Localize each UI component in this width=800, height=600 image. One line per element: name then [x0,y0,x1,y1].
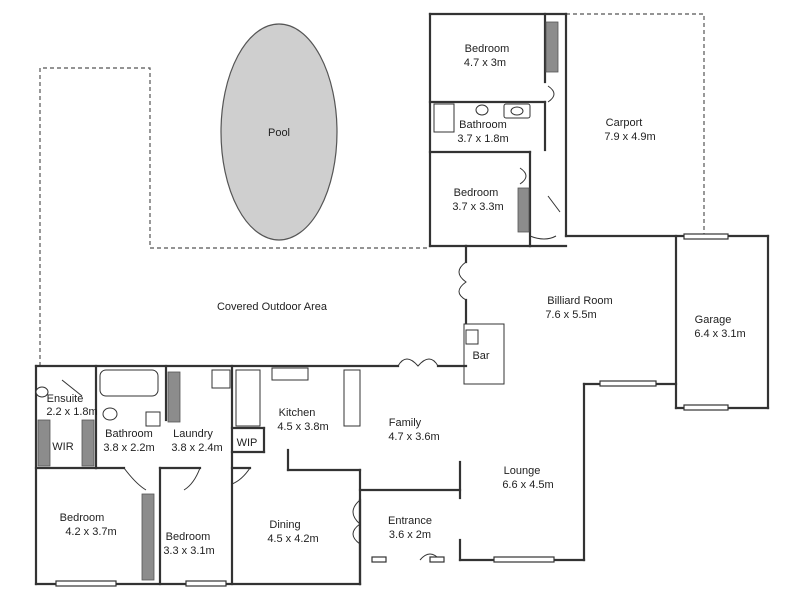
wir-label: WIR [52,441,73,453]
room-name-bathroom-west: Bathroom [105,428,153,440]
south-windows [55,556,445,587]
robe-bedroom-north [545,21,559,73]
north-wing-walls [428,12,568,248]
room-name-bedroom-main: Bedroom [60,512,105,524]
room-size-bathroom-west: 3.8 x 2.2m [103,442,154,454]
room-size-laundry: 3.8 x 2.4m [171,442,222,454]
room-name-laundry: Laundry [173,428,213,440]
room-size-dining: 4.5 x 4.2m [267,533,318,545]
bathroom-north-fixtures [433,103,531,133]
lounge-window-east [599,380,657,387]
carport-outline [566,13,705,236]
robe-bedroom-north-2 [517,187,530,233]
room-name-garage: Garage [695,314,732,326]
pool-label: Pool [268,127,290,139]
room-name-carport: Carport [606,117,643,129]
lounge-window-south [493,556,555,563]
room-name-bedroom-north-2: Bedroom [454,187,499,199]
room-name-kitchen: Kitchen [279,407,316,419]
room-size-kitchen: 4.5 x 3.8m [277,421,328,433]
wip-label: WIP [237,437,258,449]
billiard-door [458,261,467,301]
room-name-bathroom-north: Bathroom [459,119,507,131]
room-size-bedroom-main: 4.2 x 3.7m [65,526,116,538]
room-size-bedroom-north: 4.7 x 3m [464,57,506,69]
covered-outdoor-area-label: Covered Outdoor Area [217,301,328,313]
room-size-billiard-room: 7.6 x 5.5m [545,309,596,321]
room-size-lounge: 6.6 x 4.5m [502,479,553,491]
bar-counter [463,323,505,385]
room-size-carport: 7.9 x 4.9m [604,131,655,143]
south-wing-doors [61,358,441,561]
room-name-dining: Dining [269,519,300,531]
room-name-bedroom-small: Bedroom [166,531,211,543]
room-size-ensuite: 2.2 x 1.8m [46,406,97,418]
wet-area-fixtures [35,367,361,427]
room-size-entrance: 3.6 x 2m [389,529,431,541]
wardrobes [37,371,181,581]
room-size-family: 4.7 x 3.6m [388,431,439,443]
room-name-entrance: Entrance [388,515,432,527]
north-wing-doors [519,85,561,240]
room-size-bathroom-north: 3.7 x 1.8m [457,133,508,145]
pool [220,23,338,241]
room-name-lounge: Lounge [504,465,541,477]
room-name-bedroom-north: Bedroom [465,43,510,55]
garage-windows [683,233,729,411]
room-name-billiard-room: Billiard Room [547,295,612,307]
room-size-garage: 6.4 x 3.1m [694,328,745,340]
room-size-bedroom-small: 3.3 x 3.1m [163,545,214,557]
room-name-ensuite: Ensuite [47,393,84,405]
central-walls [458,234,770,562]
bar-label: Bar [472,350,489,362]
room-size-bedroom-north-2: 3.7 x 3.3m [452,201,503,213]
covered-outdoor-outline [39,67,430,366]
room-name-family: Family [389,417,422,429]
